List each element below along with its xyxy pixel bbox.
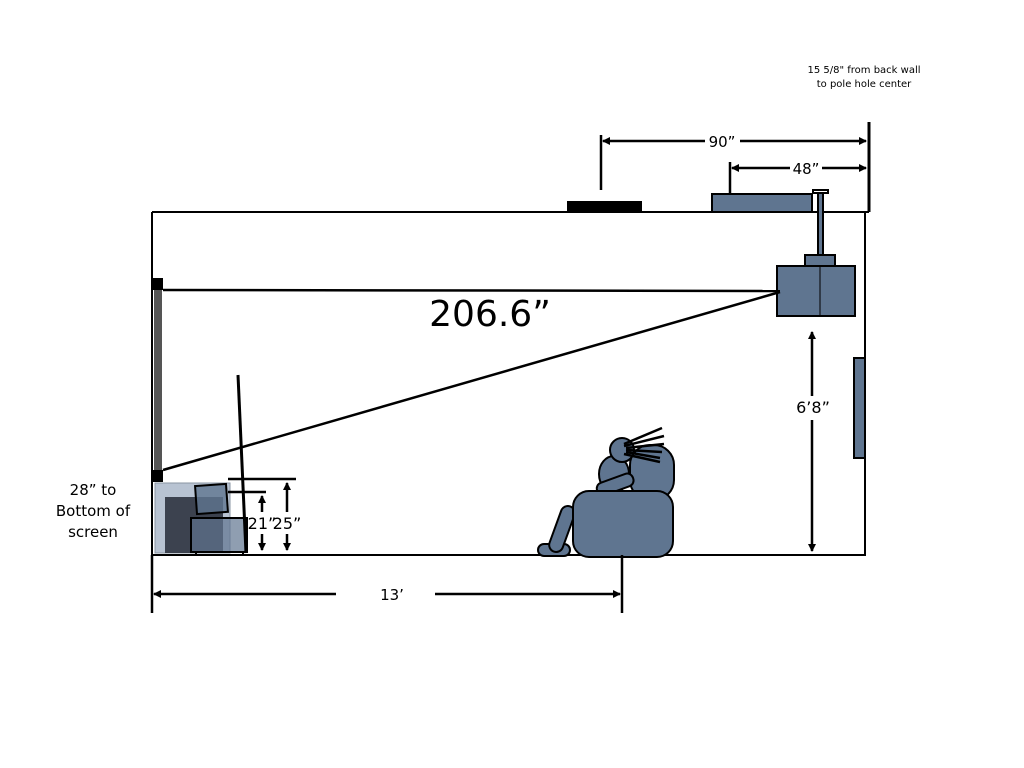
media-stand [154, 482, 248, 556]
projector-mount [804, 254, 836, 267]
screen-top-mark [153, 278, 163, 290]
mount-plate [711, 193, 813, 213]
dim-25-label: 25” [273, 514, 302, 533]
tv-screen [193, 482, 230, 516]
projector-body [776, 265, 856, 317]
throw-distance-label: 206.6” [429, 294, 551, 335]
tv-box [190, 517, 248, 553]
dim-21-label: 21” [248, 514, 277, 533]
back-wall-panel [853, 357, 866, 459]
projection-screen [154, 284, 162, 476]
seat-distance-label: 13’ [380, 586, 404, 604]
room-outline [151, 122, 871, 556]
floor-lamp-pole [236, 374, 248, 554]
dim-48-label: 48” [793, 160, 820, 178]
pole-note-line1: 15 5/8" from back wall [807, 65, 920, 76]
projector [776, 189, 856, 317]
seat-distance-dimension [150, 555, 624, 613]
screen-bottom-line3: screen [68, 523, 118, 541]
ceiling-fixture [567, 201, 642, 212]
screen-bottom-mark [153, 470, 163, 482]
pole-note-line2: to pole hole center [817, 79, 912, 90]
projector-pole-cap [812, 189, 829, 194]
projector-pole [817, 191, 824, 257]
screen-bottom-line1: 28” to [70, 481, 117, 499]
projector-height-label: 6’8” [796, 398, 830, 417]
dim-90-label: 90” [709, 133, 736, 151]
viewer-in-chair [537, 437, 675, 558]
viewer-hair [623, 426, 665, 464]
projection-line-top [162, 288, 781, 293]
screen-bottom-line2: Bottom of [56, 502, 131, 520]
projection-line-bottom [162, 290, 781, 472]
